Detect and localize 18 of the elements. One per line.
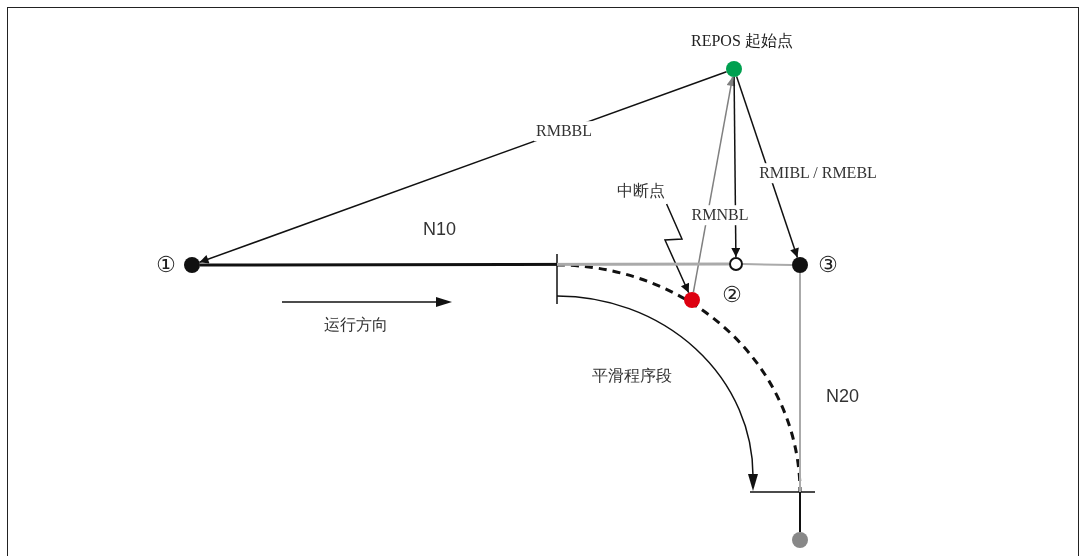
annotation-text: 中断点 <box>617 181 665 201</box>
hollow-point <box>729 257 743 271</box>
point-dot <box>684 292 700 308</box>
caption-text: 平滑程序段 <box>592 367 672 385</box>
point-dot <box>726 61 742 77</box>
block-label: N20 <box>826 387 860 407</box>
edge-label: RMIBL / RMEBL <box>757 163 879 183</box>
point-number: ① <box>156 254 176 276</box>
point-number: ② <box>722 284 742 306</box>
point-dot <box>184 257 200 273</box>
point-number: ③ <box>818 254 838 276</box>
caption-text: 运行方向 <box>324 316 388 334</box>
point-label: REPOS 起始点 <box>691 33 793 49</box>
point-dot <box>792 257 808 273</box>
point-dot <box>792 532 808 548</box>
block-label: N10 <box>423 220 457 240</box>
edge-label: RMBBL <box>534 121 594 141</box>
edge-label: RMNBL <box>689 205 751 225</box>
